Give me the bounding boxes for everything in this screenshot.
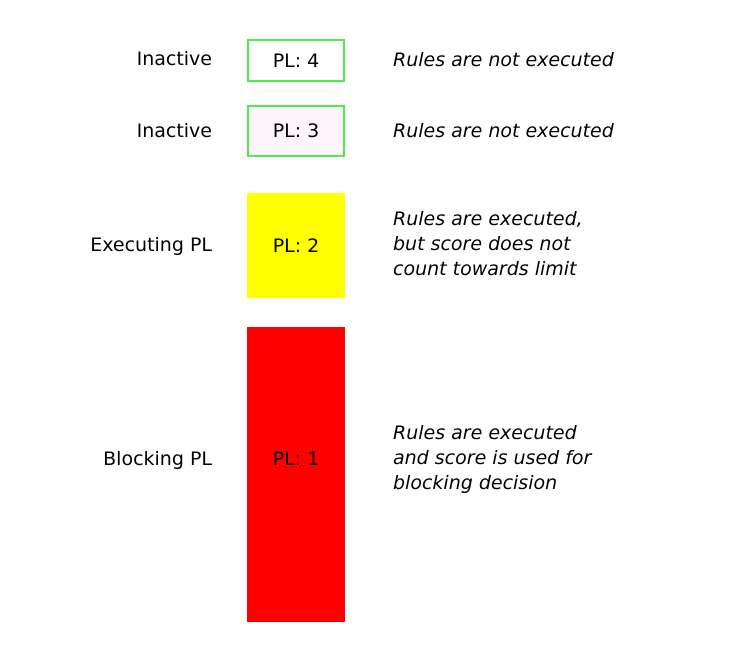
description-pl-1: Rules are executed and score is used for… (393, 421, 738, 496)
level-box-pl-3: PL: 3 (247, 105, 345, 157)
level-box-pl-1: PL: 1 (247, 327, 345, 622)
description-pl-2: Rules are executed, but score does not c… (393, 207, 738, 282)
level-box-pl-2: PL: 2 (247, 193, 345, 298)
status-label-pl-3: Inactive (136, 120, 212, 142)
level-box-label-pl-3: PL: 3 (272, 120, 320, 142)
description-line: Rules are not executed (393, 120, 614, 142)
level-box-label-pl-1: PL: 1 (272, 448, 320, 470)
status-label-pl-4: Inactive (136, 48, 212, 70)
description-pl-4: Rules are not executed (393, 48, 738, 73)
description-line: Rules are executed (393, 422, 577, 444)
description-line: but score does not (393, 233, 571, 255)
status-label-pl-1: Blocking PL (103, 448, 212, 470)
description-line: count towards limit (393, 258, 577, 280)
description-line: and score is used for (393, 447, 592, 469)
description-line: Rules are not executed (393, 49, 614, 71)
description-pl-3: Rules are not executed (393, 119, 738, 144)
description-line: Rules are executed, (393, 208, 583, 230)
description-line: blocking decision (393, 472, 558, 494)
status-label-pl-2: Executing PL (90, 234, 212, 256)
level-box-pl-4: PL: 4 (247, 39, 345, 82)
level-box-label-pl-2: PL: 2 (272, 234, 320, 257)
level-box-label-pl-4: PL: 4 (272, 49, 320, 72)
